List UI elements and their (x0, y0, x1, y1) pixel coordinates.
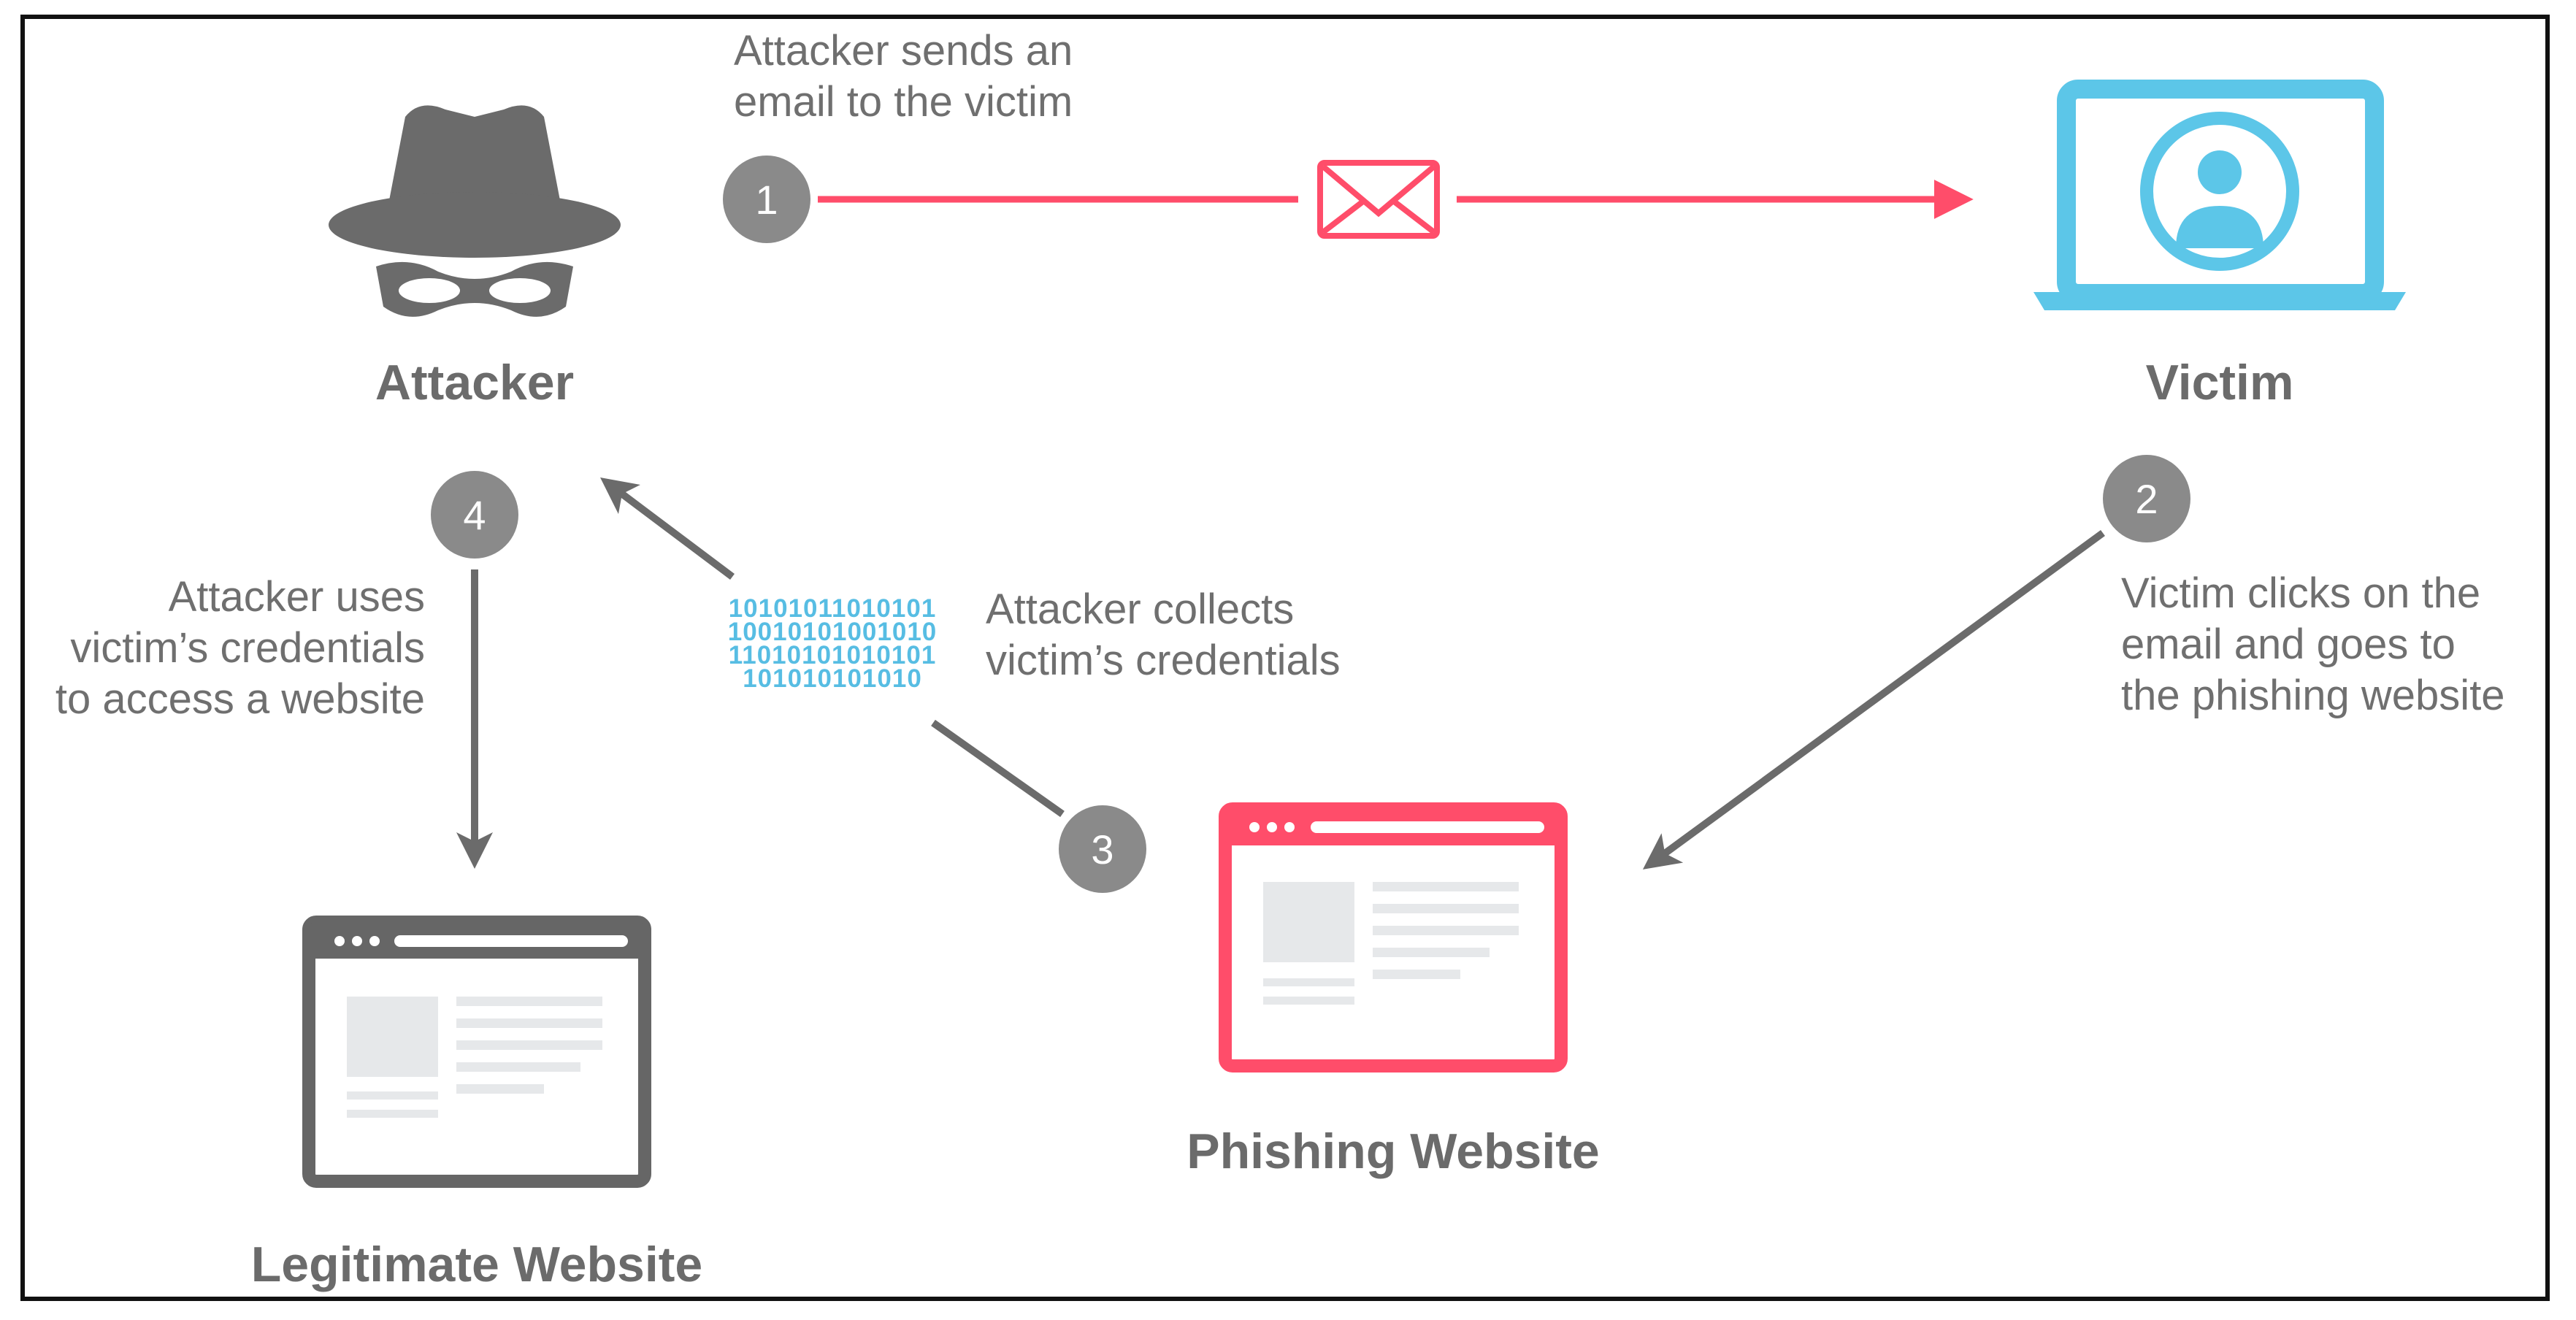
attacker-label: Attacker (375, 355, 575, 410)
attacker-icon (329, 105, 621, 317)
credentials-arrow (600, 477, 1065, 818)
step-4-text: Attacker uses victim’s credentials to ac… (55, 573, 425, 723)
step-2-text: Victim clicks on the email and goes to t… (2121, 569, 2505, 719)
envelope-icon (1317, 160, 1440, 239)
step-3-text: Attacker collects victim’s credentials (986, 586, 1341, 684)
step-4-badge: 4 (431, 471, 518, 559)
victim-label: Victim (2145, 355, 2294, 410)
laptop-user-icon (2033, 80, 2406, 310)
binary-credentials: 10101011010101 10010101001010 1101010101… (727, 594, 938, 693)
svg-text:1: 1 (755, 177, 778, 223)
step-1-text: Attacker sends an email to the victim (734, 27, 1073, 126)
victim-to-phishing-arrow (1642, 529, 2105, 870)
step-1-badge: 1 (723, 156, 810, 243)
svg-text:3: 3 (1091, 826, 1113, 872)
legitimate-browser-icon (302, 916, 651, 1188)
phishing-website-label: Phishing Website (1187, 1124, 1600, 1179)
phishing-browser-icon (1219, 802, 1568, 1072)
svg-text:2: 2 (2135, 476, 2158, 522)
step-3-badge: 3 (1059, 805, 1146, 893)
svg-text:4: 4 (463, 492, 486, 538)
step-2-badge: 2 (2103, 455, 2190, 542)
legitimate-website-label: Legitimate Website (250, 1237, 703, 1292)
